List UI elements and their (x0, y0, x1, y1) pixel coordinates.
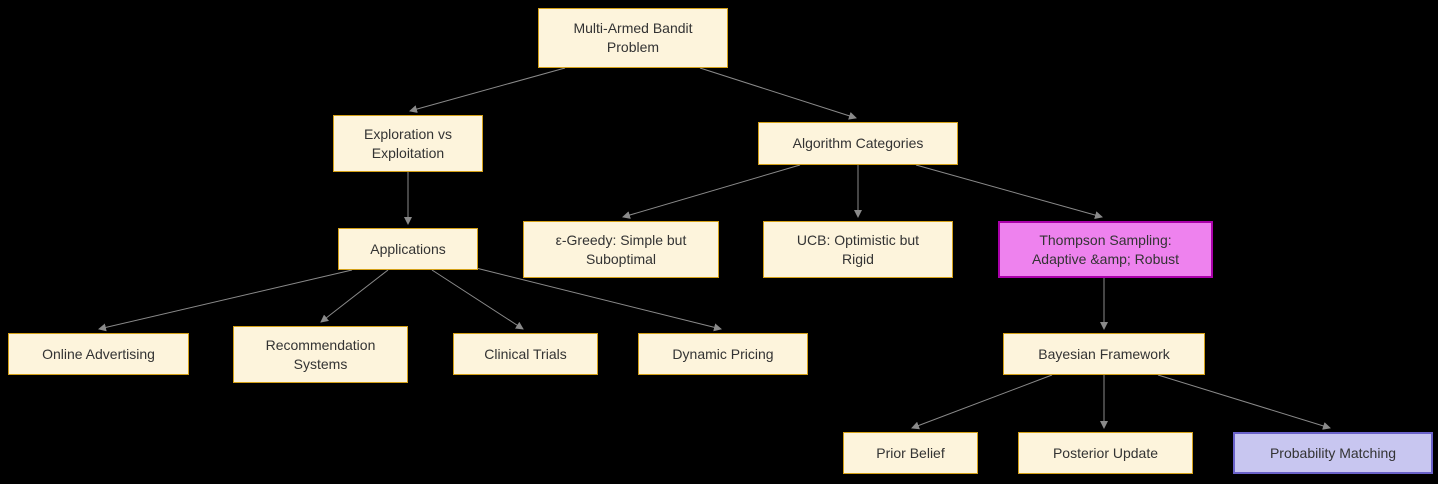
node-exploration-vs-exploitation: Exploration vs Exploitation (333, 115, 483, 172)
edge-algorithm-categories-to-thompson-sampling (915, 164, 1103, 219)
edge-applications-to-online-advertising (98, 269, 353, 332)
edge-applications-to-clinical-trials (431, 269, 524, 330)
node-thompson-sampling: Thompson Sampling: Adaptive &amp; Robust (998, 221, 1213, 278)
node-dynamic-pricing: Dynamic Pricing (638, 333, 808, 375)
node-multi-armed-bandit-problem: Multi-Armed Bandit Problem (538, 8, 728, 68)
node-recommendation-systems: Recommendation Systems (233, 326, 408, 383)
node-applications: Applications (338, 228, 478, 270)
node-posterior-update: Posterior Update (1018, 432, 1193, 474)
node-epsilon-greedy: ε-Greedy: Simple but Suboptimal (523, 221, 719, 278)
node-prior-belief: Prior Belief (843, 432, 978, 474)
node-bayesian-framework: Bayesian Framework (1003, 333, 1205, 375)
edge-bayesian-framework-to-prior-belief (911, 374, 1053, 430)
edge-algorithm-categories-to-epsilon-greedy (622, 164, 801, 219)
edge-applications-to-recommendation-systems (320, 269, 389, 323)
edge-applications-to-dynamic-pricing (475, 267, 722, 332)
node-ucb: UCB: Optimistic but Rigid (763, 221, 953, 278)
edge-mabp-to-exploration (409, 67, 566, 113)
node-probability-matching: Probability Matching (1233, 432, 1433, 474)
edge-bayesian-framework-to-probability-matching (1157, 374, 1331, 430)
node-clinical-trials: Clinical Trials (453, 333, 598, 375)
node-online-advertising: Online Advertising (8, 333, 189, 375)
edge-mabp-to-algorithm-categories (699, 67, 857, 120)
node-algorithm-categories: Algorithm Categories (758, 122, 958, 165)
